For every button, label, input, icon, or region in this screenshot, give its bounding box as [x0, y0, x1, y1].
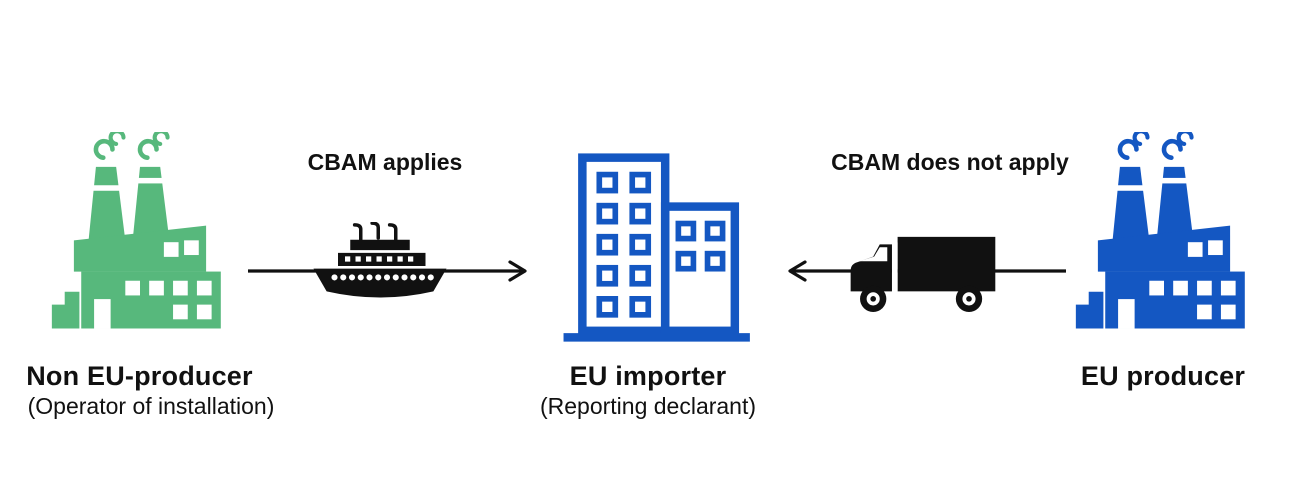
- eu-producer-node: [1072, 132, 1256, 334]
- delivery-truck-icon: [850, 236, 996, 313]
- non-eu-producer-label: Non EU-producer: [26, 361, 253, 391]
- factory-icon: [48, 132, 232, 334]
- cbam-does-not-apply-label: CBAM does not apply: [831, 149, 1069, 175]
- cargo-ship-icon: [311, 222, 449, 300]
- non-eu-producer-sublabel: (Operator of installation): [27, 393, 275, 419]
- eu-importer-node: [552, 152, 752, 344]
- non-eu-producer-node: [48, 132, 232, 334]
- eu-producer-label: EU producer: [1080, 361, 1246, 391]
- eu-importer-sublabel: (Reporting declarant): [539, 393, 757, 419]
- cbam-applies-label: CBAM applies: [307, 149, 463, 175]
- office-buildings-icon: [552, 152, 752, 344]
- eu-importer-label: EU importer: [569, 361, 727, 391]
- factory-icon: [1072, 132, 1256, 334]
